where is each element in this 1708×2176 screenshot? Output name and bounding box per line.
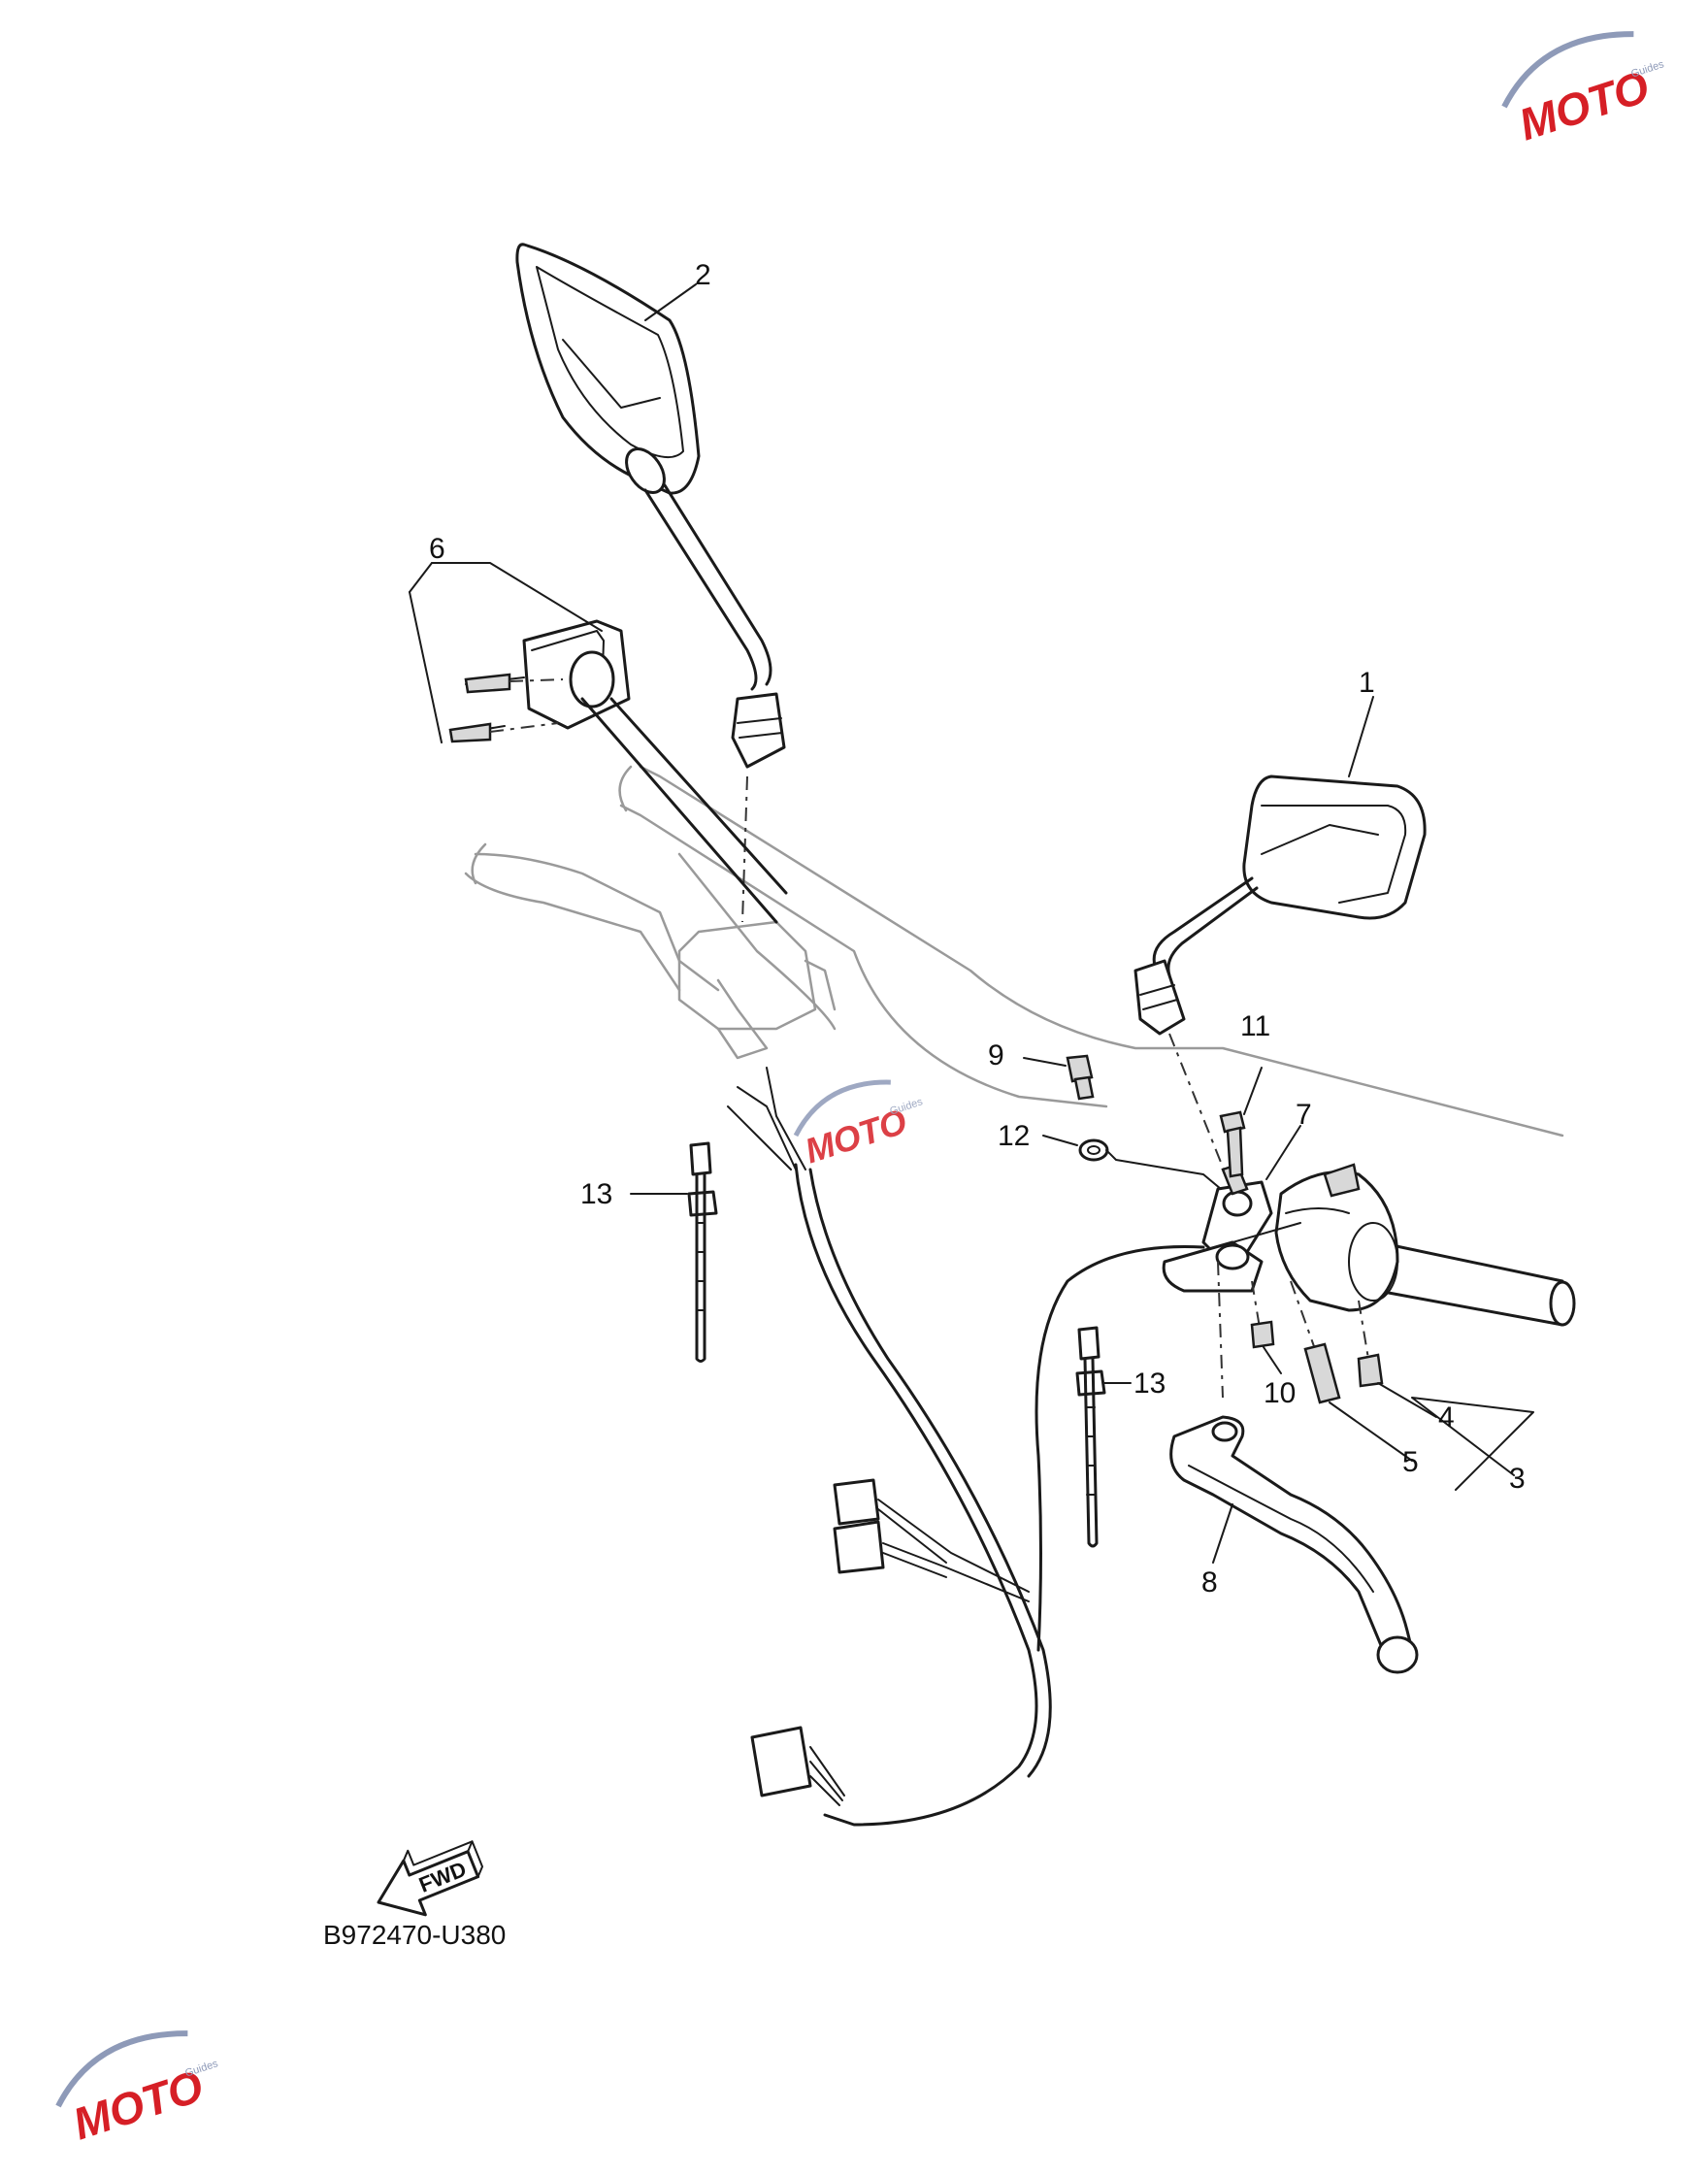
lever-holder [1162,1163,1384,1404]
clutch-lever [1169,1415,1419,1674]
callout-12: 12 [998,1120,1030,1152]
handlebar-ghost [464,765,1564,1137]
callout-8: 8 [1201,1566,1218,1599]
callout-5: 5 [1402,1446,1419,1478]
callout-4: 4 [1438,1401,1455,1434]
wiring-harness [727,1067,1205,1827]
callout-9: 9 [988,1039,1004,1072]
watermark-logo-bottom-left: MOTO Guides [55,2030,220,2149]
left-mirror [515,243,786,923]
right-grip [1376,1240,1576,1327]
callout-6: 6 [429,533,445,565]
callout-13-left: 13 [580,1178,612,1210]
cable-tie-left [687,1141,718,1363]
handlebar-switch [1274,1163,1399,1312]
cable-tie-right [1075,1326,1106,1548]
watermark-logo-top-right: MOTO Guides [1501,31,1666,149]
right-mirror [1133,775,1427,1180]
callout-13-right: 13 [1133,1368,1166,1400]
callout-11: 11 [1240,1010,1270,1042]
master-cylinder-holder [409,562,788,924]
fwd-direction-arrow: FWD [377,1840,484,1917]
small-fasteners [1066,1054,1246,1190]
callout-3: 3 [1509,1463,1526,1495]
leader-lines [630,283,1534,1564]
callout-2: 2 [695,259,711,291]
callout-1: 1 [1359,667,1375,699]
callout-10: 10 [1264,1377,1296,1409]
callout-7: 7 [1296,1099,1312,1131]
watermark-logo-center: MOTO Guides [793,1079,925,1170]
watermark-subtext: Guides [888,1096,924,1117]
diagram-code: B972470-U380 [323,1920,506,1950]
callout-labels: 1 2 3 4 5 6 7 8 9 10 11 12 13 13 [429,259,1526,1599]
